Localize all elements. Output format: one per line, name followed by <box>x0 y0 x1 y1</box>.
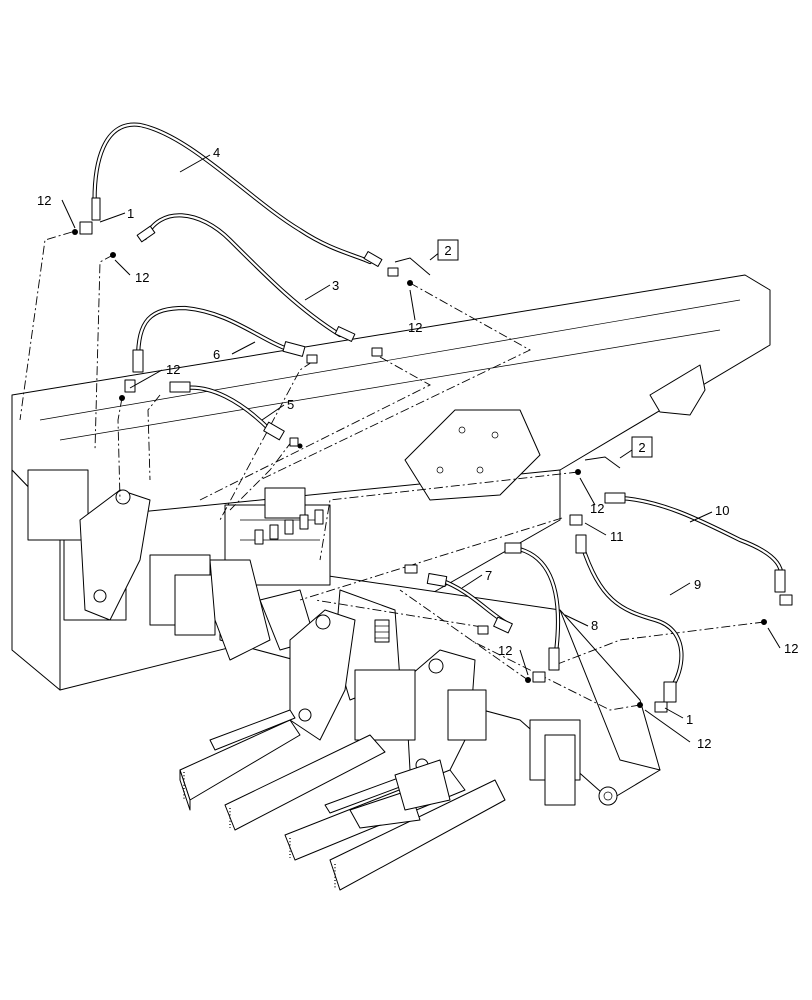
runner-bars <box>179 709 506 891</box>
hoses <box>92 122 784 693</box>
callout-1-right: 1 <box>686 712 693 727</box>
callout-10: 10 <box>715 503 729 518</box>
reference-box-right: 2 <box>631 436 653 458</box>
callout-labels: 12 1 4 12 3 6 12 5 12 12 11 10 9 12 7 8 … <box>37 145 798 751</box>
callout-8: 8 <box>591 618 598 633</box>
callout-12-a: 12 <box>37 193 51 208</box>
callout-7: 7 <box>485 568 492 583</box>
callout-12-e: 12 <box>590 501 604 516</box>
reference-box-right-label: 2 <box>638 440 645 455</box>
callout-11: 11 <box>610 529 624 544</box>
callout-12-f: 12 <box>784 641 798 656</box>
callout-12-d: 12 <box>408 320 422 335</box>
callout-leaders <box>61 154 781 743</box>
callout-9: 9 <box>694 577 701 592</box>
callout-12-g: 12 <box>498 643 512 658</box>
callout-6: 6 <box>213 347 220 362</box>
fittings <box>72 197 793 713</box>
callout-12-b: 12 <box>135 270 149 285</box>
callout-12-c: 12 <box>166 362 180 377</box>
callout-1-left: 1 <box>127 206 134 221</box>
leader-lines <box>19 231 765 711</box>
callout-4: 4 <box>213 145 220 160</box>
callout-12-h: 12 <box>697 736 711 751</box>
reference-box-top: 2 <box>437 239 459 261</box>
callout-3: 3 <box>332 278 339 293</box>
machine-frame <box>11 274 771 806</box>
reference-box-top-label: 2 <box>444 243 451 258</box>
callout-5: 5 <box>287 397 294 412</box>
